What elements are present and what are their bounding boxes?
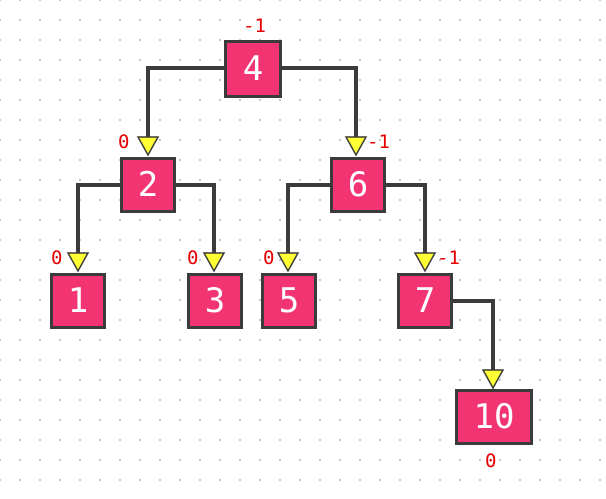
arrow-head xyxy=(344,136,368,157)
edge-6-7 xyxy=(385,183,437,273)
tree-node-3[interactable]: 3 xyxy=(187,273,243,329)
balance-label-3: 0 xyxy=(187,247,199,269)
balance-label-4: -1 xyxy=(243,15,266,37)
edge-7-10 xyxy=(453,299,505,390)
edge-2-3 xyxy=(175,183,226,273)
tree-node-1[interactable]: 1 xyxy=(50,273,106,329)
arrow-head xyxy=(481,369,505,390)
edge-6-5 xyxy=(276,183,330,273)
arrow-head xyxy=(276,252,300,273)
balance-label-1: 0 xyxy=(51,247,63,269)
edge-2-1 xyxy=(66,183,120,273)
tree-node-7[interactable]: 7 xyxy=(397,273,453,329)
arrow-head xyxy=(413,252,437,273)
tree-node-4[interactable]: 4 xyxy=(224,40,282,98)
tree-node-6[interactable]: 6 xyxy=(330,157,386,213)
balance-label-7: -1 xyxy=(437,247,460,269)
edge-4-2 xyxy=(136,66,225,157)
arrow-head xyxy=(136,136,160,157)
tree-node-5[interactable]: 5 xyxy=(261,273,317,329)
tree-node-10[interactable]: 10 xyxy=(455,389,533,445)
balance-label-6: -1 xyxy=(367,131,390,153)
balance-label-10: 0 xyxy=(485,450,497,472)
balance-label-2: 0 xyxy=(118,131,130,153)
balance-label-5: 0 xyxy=(263,247,275,269)
edge-4-6 xyxy=(281,66,368,157)
tree-node-2[interactable]: 2 xyxy=(120,157,176,213)
arrow-head xyxy=(66,252,90,273)
arrow-head xyxy=(202,252,226,273)
